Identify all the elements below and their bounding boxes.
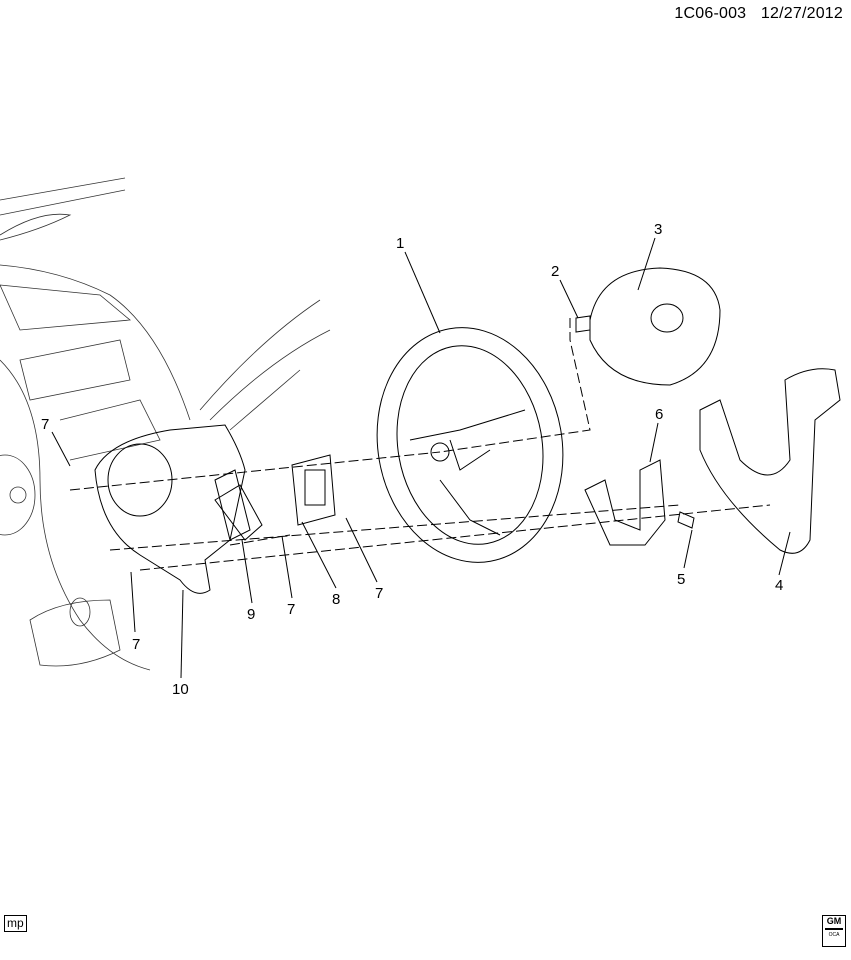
callout-9: 9 [247, 606, 255, 623]
callout-7b: 7 [287, 601, 295, 618]
gm-logo-sub: OCA [825, 928, 843, 941]
callout-10: 10 [172, 681, 189, 698]
callout-2: 2 [551, 263, 559, 280]
callout-7c: 7 [375, 585, 383, 602]
switch-parts [214, 454, 336, 541]
callout-6: 6 [655, 406, 663, 423]
gm-logo-text: GM [826, 916, 842, 926]
callout-1: 1 [396, 235, 404, 252]
diagram-code: 1C06-003 [674, 5, 747, 22]
diagram-header: 1C06-003 12/27/2012 [664, 5, 843, 23]
switch-bracket-part [584, 459, 666, 546]
trim-cover-part [699, 368, 841, 554]
gm-logo: GM OCA [822, 915, 846, 947]
callout-4: 4 [775, 577, 783, 594]
steering-wheel-part [376, 327, 564, 563]
diagram-date: 12/27/2012 [760, 5, 843, 22]
callout-7a: 7 [41, 416, 49, 433]
column-cover-part [94, 424, 251, 594]
callout-5: 5 [677, 571, 685, 588]
bolt-part [677, 511, 695, 529]
dashboard-background [0, 177, 331, 671]
mp-badge: mp [4, 915, 27, 932]
callout-3: 3 [654, 221, 662, 238]
callout-7d: 7 [132, 636, 140, 653]
airbag-part [575, 267, 721, 386]
leader-lines [51, 237, 791, 679]
callout-8: 8 [332, 591, 340, 608]
